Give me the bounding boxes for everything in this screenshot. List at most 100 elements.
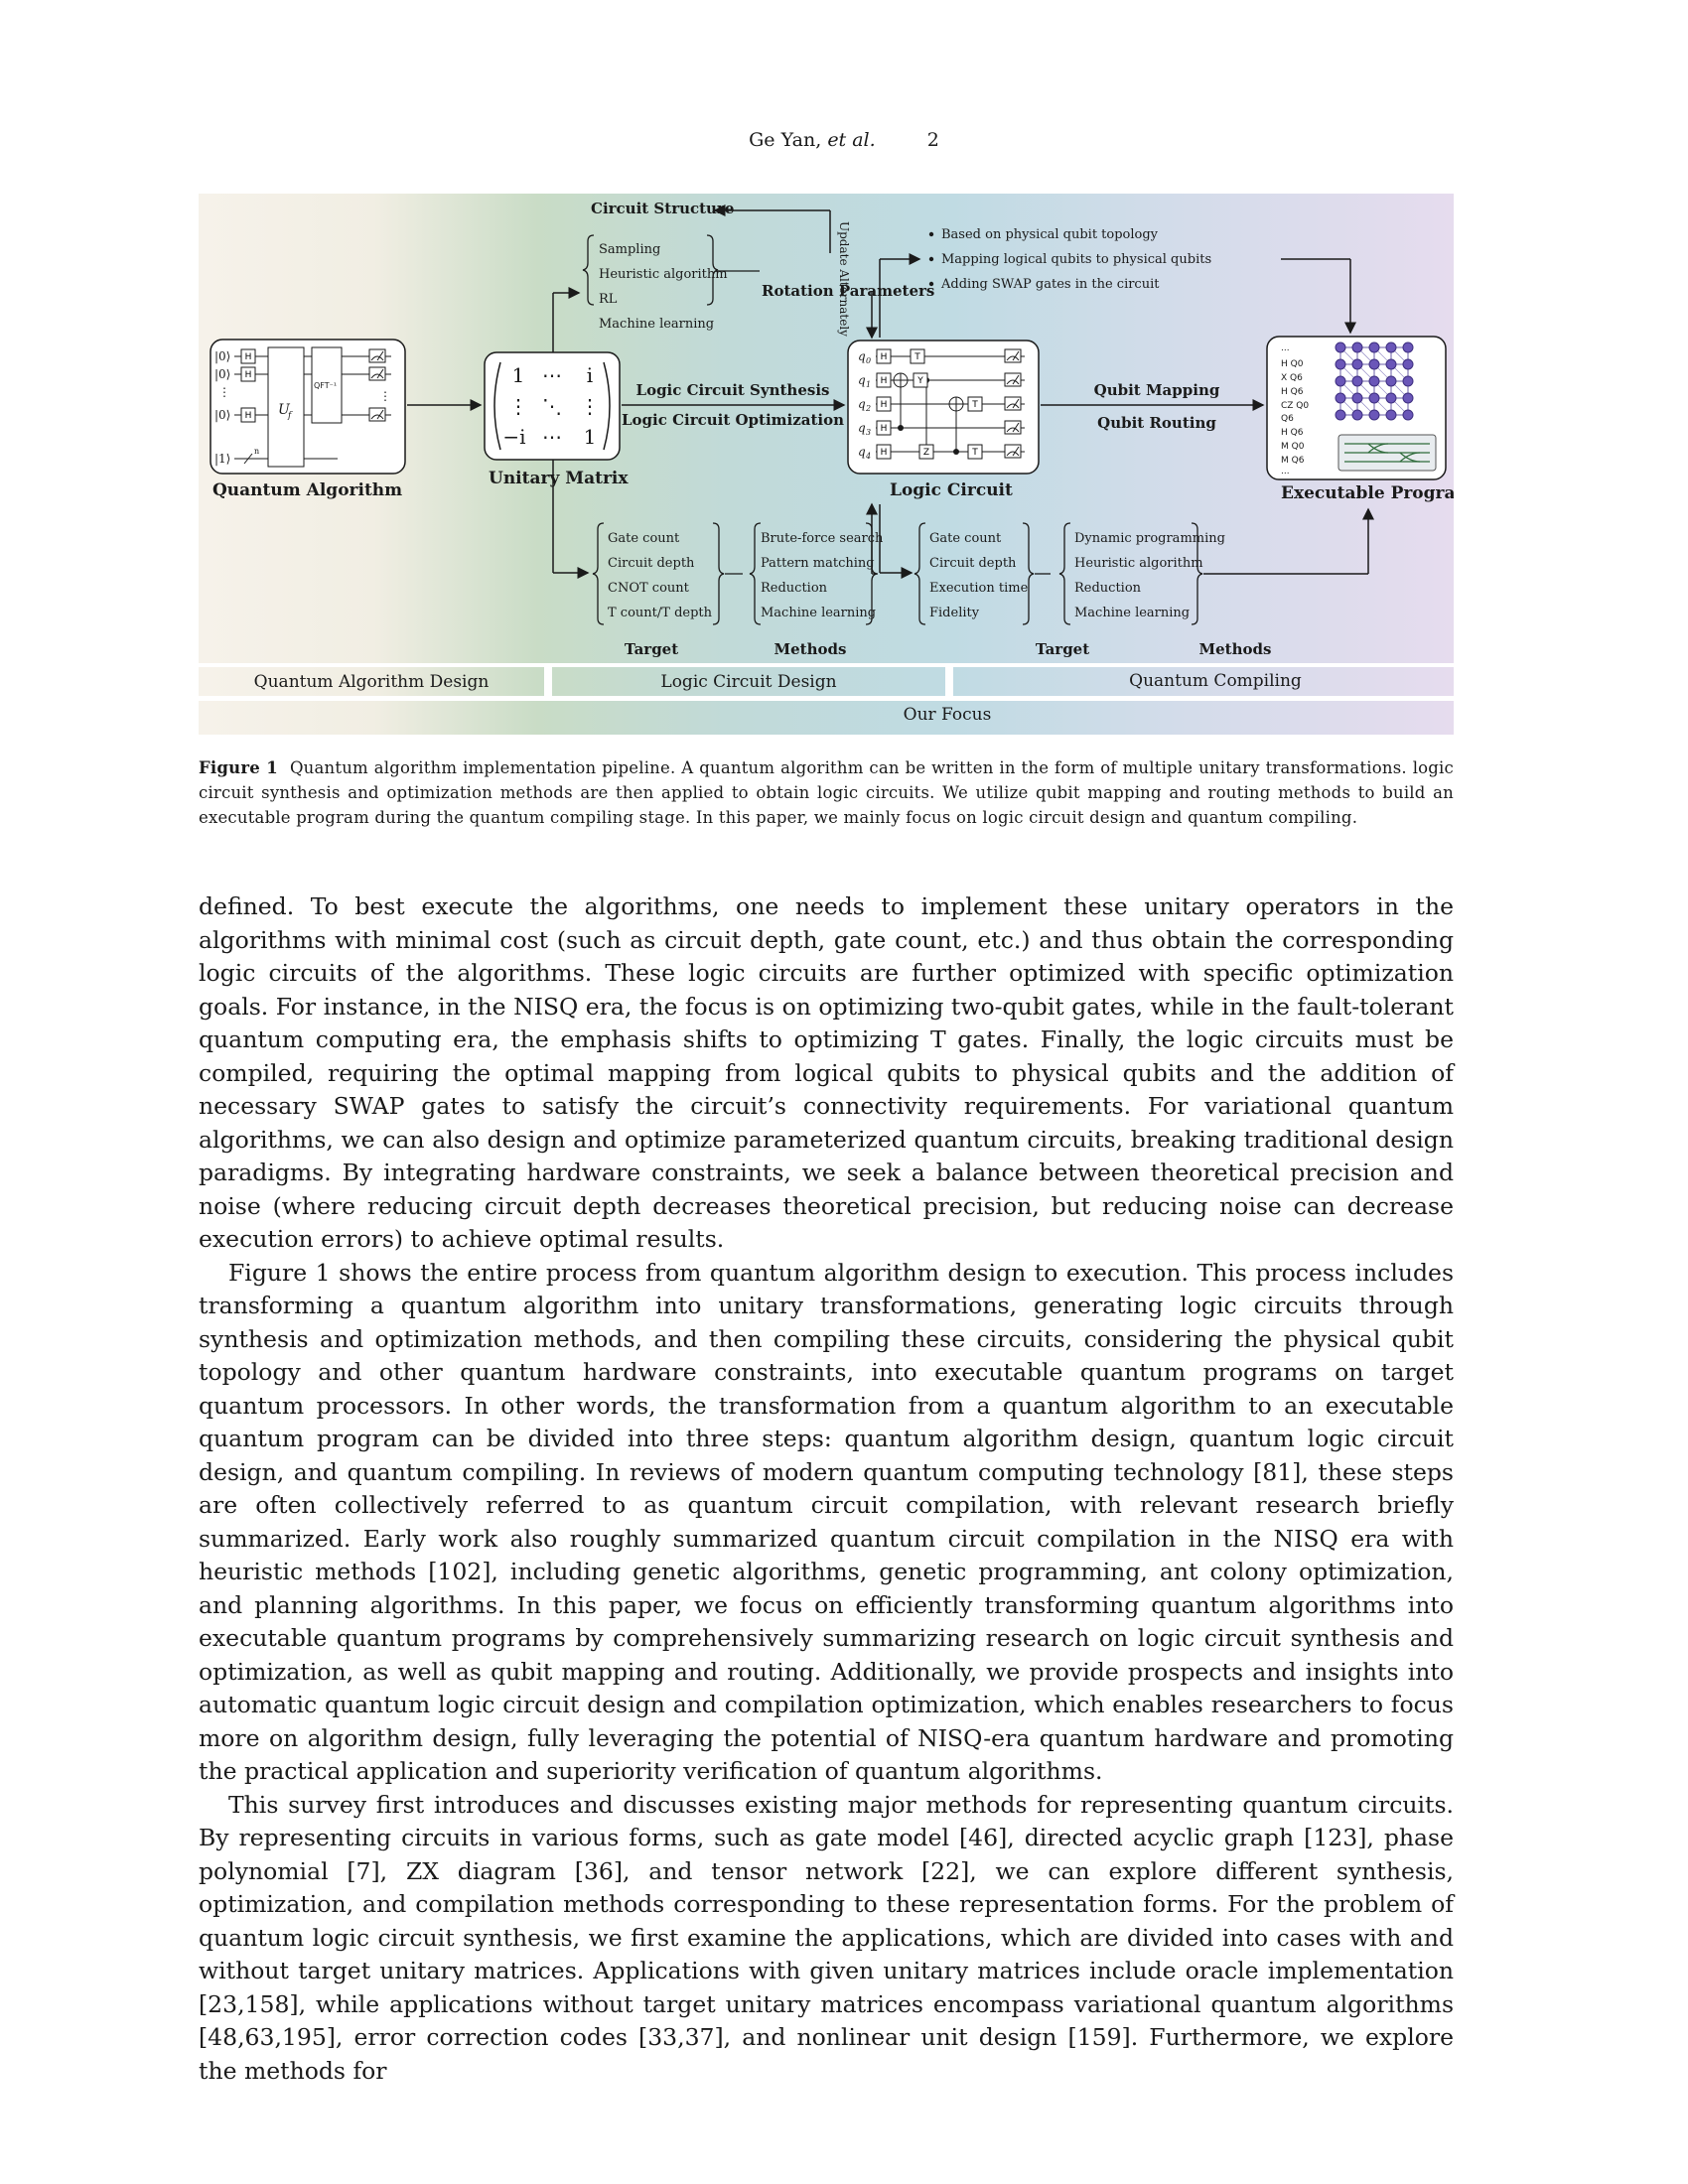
qubit-node (1351, 409, 1363, 421)
qubit-node (1402, 358, 1414, 370)
qubit-node (1368, 358, 1380, 370)
qubit-node (1351, 358, 1363, 370)
svg-text:0: 0 (866, 356, 871, 365)
executable-program-label: Executable Program (1281, 483, 1454, 503)
qubit-node (1402, 392, 1414, 404)
svg-text:H Q0: H Q0 (1281, 359, 1304, 369)
qubit-node (1351, 341, 1363, 353)
qubit-node (1335, 341, 1346, 353)
svg-text:T: T (971, 400, 978, 410)
svg-text:H: H (245, 352, 252, 362)
qc-method: Machine learning (1074, 606, 1190, 620)
structure-method: Heuristic algorithm (599, 267, 728, 282)
svg-text:...: ... (1281, 467, 1290, 477)
svg-text:q: q (858, 349, 866, 363)
paragraph: defined. To best execute the algorithms,… (199, 892, 1454, 1253)
caption-text: Quantum algorithm implementation pipelin… (199, 758, 1454, 827)
paragraph: Figure 1 shows the entire process from q… (199, 1258, 1454, 1786)
qc-target-label: Target (1036, 640, 1089, 658)
svg-text:H Q6: H Q6 (1281, 387, 1304, 397)
svg-text:4: 4 (865, 452, 871, 461)
qc-method: Dynamic programming (1074, 531, 1225, 546)
caption-label: Figure 1 (199, 758, 278, 777)
svg-text:⋮: ⋮ (379, 389, 391, 403)
svg-text:|1⟩: |1⟩ (214, 452, 230, 466)
circuit-structure-label: Circuit Structure (591, 200, 734, 217)
paragraph: This survey first introduces and discuss… (199, 1790, 1454, 2085)
qubit-node (1335, 375, 1346, 387)
qubit-node (1368, 341, 1380, 353)
lcd-method: Pattern matching (761, 556, 875, 571)
svg-text:T: T (971, 448, 978, 458)
qubit-topology-grid (1335, 341, 1414, 421)
svg-text:⋯: ⋯ (542, 425, 562, 449)
body-text: defined. To best execute the algorithms,… (199, 890, 1454, 2088)
page-number: 2 (926, 129, 939, 151)
qubit-node (1351, 375, 1363, 387)
qc-methods-label: Methods (1199, 640, 1272, 658)
qubit-node (1402, 409, 1414, 421)
stage-quantum-compiling: Quantum Compiling (1129, 671, 1302, 691)
lcd-target: T count/T depth (608, 606, 713, 620)
mapping-bullet: Based on physical qubit topology (941, 227, 1159, 242)
svg-text:QFT⁻¹: QFT⁻¹ (314, 381, 337, 390)
svg-text:H: H (881, 400, 888, 410)
qubit-node (1368, 409, 1380, 421)
mapping-bullet: Adding SWAP gates in the circuit (940, 277, 1160, 292)
svg-text:H: H (245, 370, 252, 380)
quantum-algorithm-label: Quantum Algorithm (212, 480, 402, 500)
svg-text:⋱: ⋱ (542, 394, 562, 418)
svg-text:H: H (245, 411, 252, 421)
svg-text:q: q (858, 421, 866, 435)
executable-program-diagram: ... H Q0 X Q6 H Q6 CZ Q0 Q6 H Q6 M Q0 M … (1266, 336, 1447, 480)
svg-text:n: n (254, 447, 259, 456)
svg-text:3: 3 (866, 428, 871, 437)
structure-method: Sampling (599, 242, 660, 257)
svg-text:|0⟩: |0⟩ (214, 349, 230, 363)
svg-text:⋮: ⋮ (218, 385, 230, 399)
figure-1: Quantum Algorithm Design Logic Circuit D… (199, 194, 1454, 735)
svg-text:Y: Y (916, 376, 923, 386)
qc-target: Circuit depth (929, 556, 1017, 571)
svg-text:1: 1 (866, 380, 871, 389)
svg-text:M Q6: M Q6 (1281, 456, 1305, 466)
qubit-node (1385, 392, 1397, 404)
svg-text:q: q (858, 397, 866, 411)
qubit-node (1368, 392, 1380, 404)
lcd-method: Brute-force search (761, 531, 884, 546)
lcd-target: Gate count (608, 531, 680, 546)
qubit-node (1335, 409, 1346, 421)
svg-text:X Q6: X Q6 (1281, 373, 1303, 383)
svg-text:H: H (881, 352, 888, 362)
unitary-matrix-label: Unitary Matrix (489, 469, 629, 488)
svg-text:1: 1 (512, 363, 525, 387)
stage-our-focus: Our Focus (904, 705, 992, 725)
svg-text:⋯: ⋯ (542, 363, 562, 387)
svg-text:1: 1 (584, 425, 597, 449)
synthesis-label: Logic Circuit Synthesis (636, 381, 830, 399)
qubit-node (1385, 341, 1397, 353)
running-header: Ge Yan, et al. 2 (0, 129, 1688, 151)
lcd-method: Machine learning (761, 606, 876, 620)
qubit-node (1351, 392, 1363, 404)
qubit-node (1402, 341, 1414, 353)
header-author: Ge Yan, (749, 129, 822, 151)
qc-target: Execution time (929, 581, 1029, 596)
structure-method: RL (599, 292, 618, 307)
svg-text:q: q (858, 445, 866, 459)
qubit-node (1402, 375, 1414, 387)
svg-text:q: q (858, 373, 866, 387)
svg-text:⋮: ⋮ (580, 394, 600, 418)
qubit-routing-label: Qubit Routing (1097, 414, 1216, 432)
lcd-method: Reduction (761, 581, 828, 596)
qc-method: Reduction (1074, 581, 1142, 596)
svg-text:H: H (881, 448, 888, 458)
svg-text:|0⟩: |0⟩ (214, 408, 230, 422)
unitary-matrix: 1 ⋯ i ⋮ ⋱ ⋮ −i ⋯ 1 (484, 351, 621, 461)
svg-text:T: T (914, 352, 920, 362)
qubit-node (1385, 409, 1397, 421)
svg-text:f: f (287, 411, 293, 421)
mapping-bullet: Mapping logical qubits to physical qubit… (941, 252, 1211, 267)
rotation-parameters-label: Rotation Parameters (762, 282, 934, 300)
